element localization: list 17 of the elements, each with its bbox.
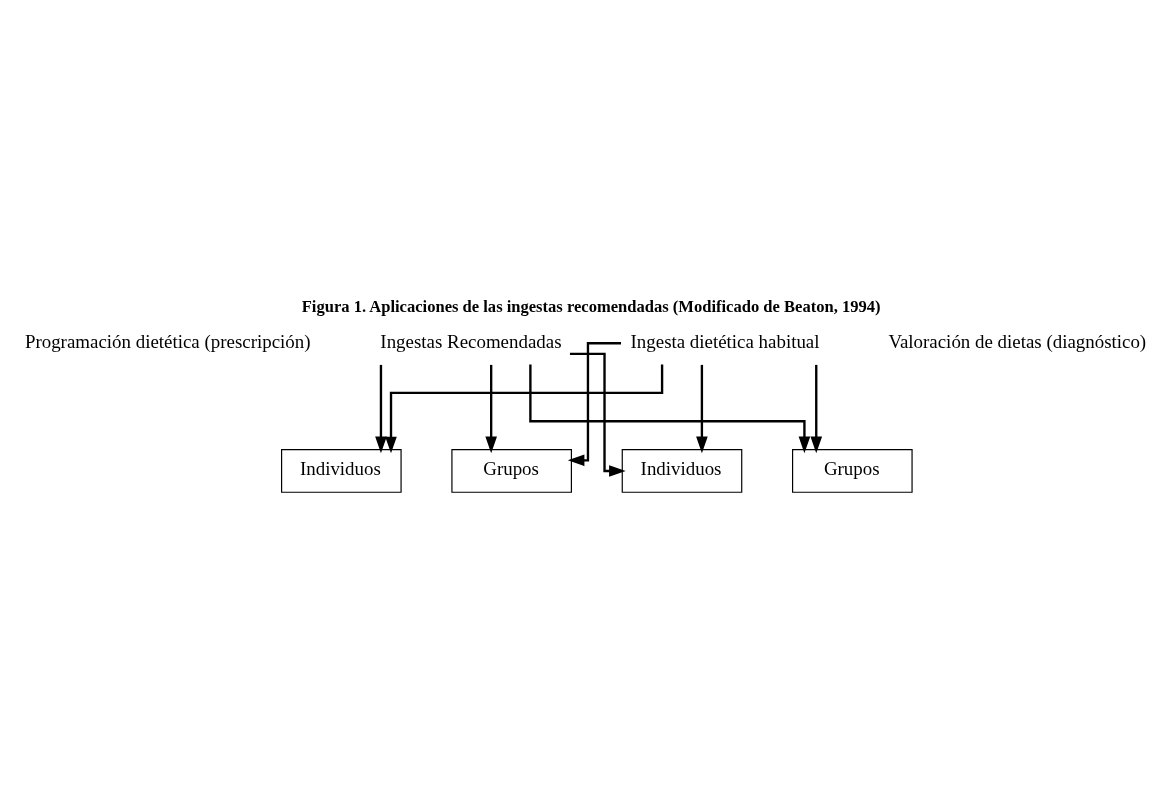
arrow [567, 342, 622, 467]
label: Valoración de dietas (diagnóstico) [888, 330, 1147, 352]
arrow [810, 364, 823, 454]
node-box: Individuos [281, 449, 402, 493]
arrow [569, 352, 626, 477]
node-text: Ingesta dietética habitual [630, 330, 820, 352]
node-box: Grupos [792, 449, 913, 493]
arrow [696, 364, 708, 454]
label: Programación dietética (prescripción) [24, 330, 311, 352]
arrow [485, 364, 497, 454]
node-text: Ingestas Recomendadas [380, 330, 562, 352]
diagram-title: Figura 1. Aplicaciones de las ingestas recomendadas (Modificado de Beaton, 1994) [301, 296, 881, 316]
arrow [385, 364, 664, 454]
arrow [529, 364, 811, 454]
node-box: Grupos [451, 449, 572, 493]
node-box: Individuos [621, 449, 743, 493]
arrow [375, 364, 387, 454]
